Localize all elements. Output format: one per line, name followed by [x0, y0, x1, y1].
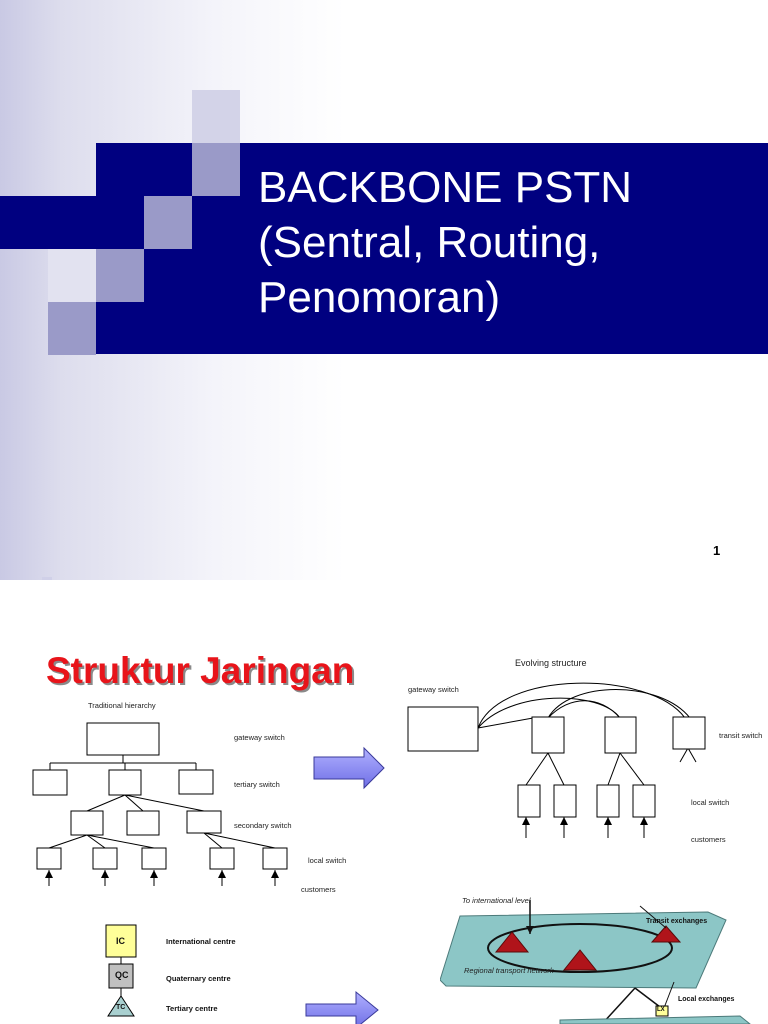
deco-square — [48, 249, 96, 302]
title-slide: BACKBONE PSTN (Sentral, Routing, Penomor… — [0, 0, 768, 580]
deco-square — [0, 196, 96, 249]
deco-square — [144, 196, 192, 249]
evolving-gateway-node — [407, 706, 479, 752]
qc-code: QC — [115, 970, 129, 980]
title-line-3: Penomoran) — [258, 273, 501, 322]
transit-node — [531, 716, 565, 754]
transit-exchange — [562, 949, 598, 971]
tc-triangle — [107, 995, 135, 1017]
lx-label: LX — [657, 1007, 665, 1013]
deco-square — [48, 302, 96, 355]
content-slide: Struktur Jaringan — [0, 620, 768, 1024]
secondary-node — [70, 810, 104, 836]
evolving-local-label: local switch — [691, 798, 730, 807]
tertiary-node — [108, 769, 142, 796]
qc-label: Quaternary centre — [166, 974, 231, 983]
secondary-node — [126, 810, 160, 836]
slide-heading: Struktur Jaringan — [46, 650, 355, 691]
level-tertiary-label: tertiary switch — [234, 780, 280, 789]
regional-network-label: Regional transport network — [464, 966, 554, 975]
transport-network-diagram — [440, 900, 751, 1024]
evolving-structure-diagram — [407, 682, 706, 838]
slide-title: BACKBONE PSTN (Sentral, Routing, Penomor… — [258, 160, 632, 325]
evolving-local-node — [632, 784, 656, 818]
local-node — [209, 847, 235, 870]
deco-square — [192, 90, 240, 143]
local-node — [141, 847, 167, 870]
transition-arrow — [313, 746, 385, 790]
transit-node — [672, 716, 706, 750]
ic-code: IC — [116, 936, 125, 946]
page-number: 1 — [713, 543, 721, 558]
transit-node — [604, 716, 637, 754]
ring — [487, 923, 673, 973]
level-local-label: local switch — [308, 856, 347, 865]
level-customers-label: customers — [301, 885, 336, 894]
traditional-caption: Traditional hierarchy — [88, 701, 156, 710]
secondary-node — [186, 810, 222, 834]
evolving-gateway-label: gateway switch — [408, 685, 459, 694]
evolving-local-node — [596, 784, 620, 818]
exchange-legend — [105, 924, 137, 1017]
level-gateway-label: gateway switch — [234, 733, 285, 742]
traditional-hierarchy-diagram — [32, 722, 288, 886]
tertiary-node — [32, 769, 68, 796]
level-secondary-label: secondary switch — [234, 821, 292, 830]
local-node — [92, 847, 118, 870]
local-node — [262, 847, 288, 870]
local-plane — [559, 1015, 751, 1024]
deco-square — [96, 249, 144, 302]
ic-label: International centre — [166, 937, 236, 946]
gateway-node — [86, 722, 160, 756]
transit-exchange — [494, 931, 530, 953]
local-exchanges-label: Local exchanges — [678, 996, 735, 1003]
tertiary-node — [178, 769, 214, 795]
tc-label: Tertiary centre — [166, 1004, 218, 1013]
ic-box — [105, 924, 137, 958]
transit-exchange — [650, 925, 682, 943]
footer-square — [42, 577, 52, 580]
evolving-local-node — [553, 784, 577, 818]
evolving-caption: Evolving structure — [515, 658, 587, 668]
lx-box — [655, 1005, 669, 1017]
deco-square — [192, 143, 240, 196]
transit-exchanges-label: Transit exchanges — [646, 918, 708, 925]
local-node — [36, 847, 62, 870]
title-line-1: BACKBONE PSTN — [258, 163, 633, 212]
evolving-transit-label: transit switch — [719, 731, 763, 740]
transition-arrow — [305, 990, 379, 1024]
evolving-customers-label: customers — [691, 835, 726, 844]
title-line-2: (Sentral, Routing, — [258, 218, 601, 267]
evolving-local-node — [517, 784, 541, 818]
international-level-label: To international level — [462, 896, 531, 905]
tc-code: TC — [116, 1004, 126, 1011]
